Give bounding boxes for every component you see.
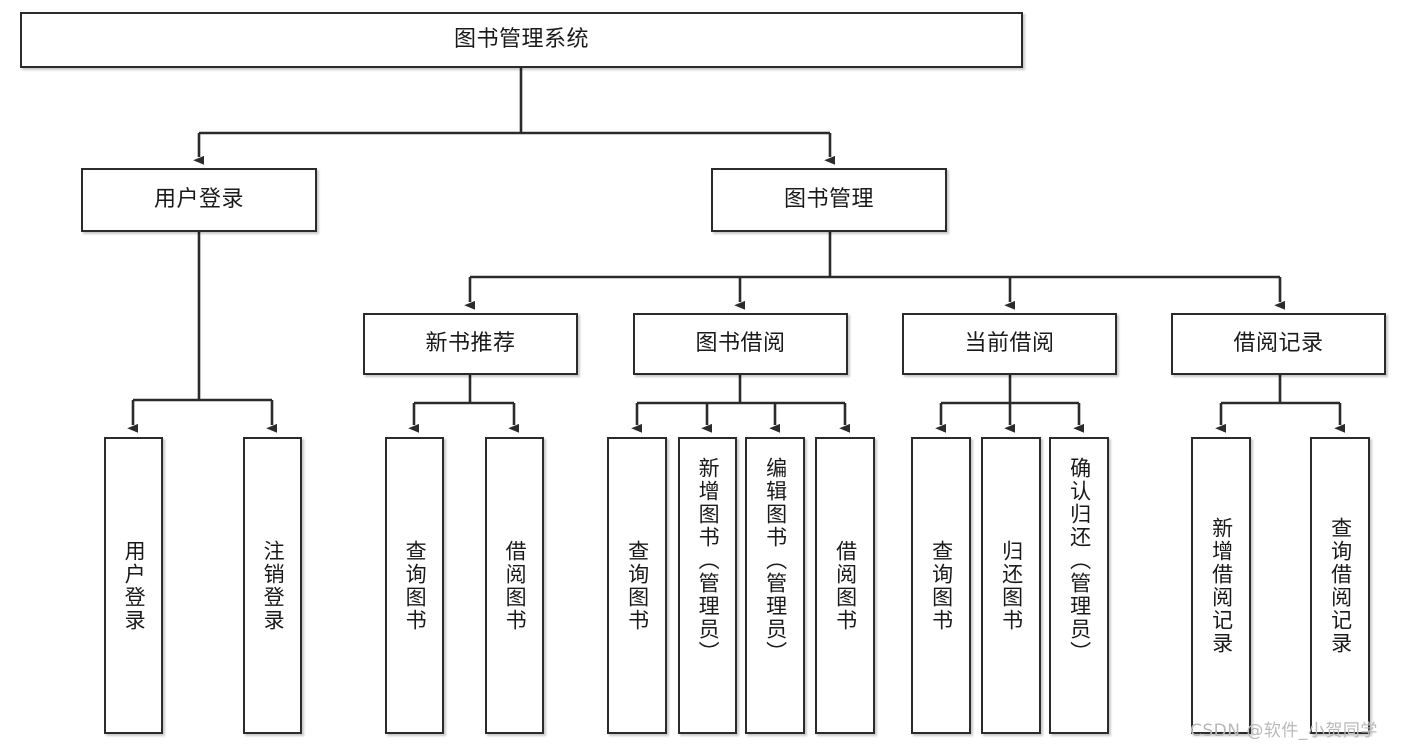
leaf-cb-confirm-return[interactable]: 确认归还（管理员） bbox=[1049, 437, 1109, 734]
leaf-user-login-label: 用户登录 bbox=[122, 539, 147, 632]
leaf-logout[interactable]: 注销登录 bbox=[243, 437, 302, 734]
leaf-logout-label: 注销登录 bbox=[261, 539, 286, 632]
leaf-bb-query-book[interactable]: 查询图书 bbox=[607, 437, 667, 734]
leaf-cb-confirm-return-label: 确认归还（管理员） bbox=[1067, 457, 1092, 664]
node-current-borrow-label: 当前借阅 bbox=[964, 330, 1055, 356]
leaf-cb-query-book[interactable]: 查询图书 bbox=[911, 437, 971, 734]
leaf-nb-query-book[interactable]: 查询图书 bbox=[385, 437, 444, 734]
node-borrow-record[interactable]: 借阅记录 bbox=[1171, 313, 1386, 375]
node-book-manage[interactable]: 图书管理 bbox=[711, 168, 947, 232]
leaf-bb-query-book-label: 查询图书 bbox=[625, 539, 650, 632]
leaf-nb-query-book-label: 查询图书 bbox=[403, 539, 428, 632]
node-book-borrow-label: 图书借阅 bbox=[695, 330, 786, 356]
node-borrow-record-label: 借阅记录 bbox=[1233, 330, 1324, 356]
node-user-login-label: 用户登录 bbox=[153, 186, 244, 212]
node-current-borrow[interactable]: 当前借阅 bbox=[902, 313, 1117, 375]
leaf-bb-borrow-book-label: 借阅图书 bbox=[833, 539, 858, 632]
node-user-login[interactable]: 用户登录 bbox=[81, 168, 317, 232]
leaf-br-add-record[interactable]: 新增借阅记录 bbox=[1191, 437, 1251, 734]
leaf-nb-borrow-book[interactable]: 借阅图书 bbox=[485, 437, 544, 734]
leaf-cb-return-book-label: 归还图书 bbox=[999, 539, 1024, 632]
leaf-bb-edit-book-label: 编辑图书（管理员） bbox=[763, 457, 788, 664]
leaf-cb-query-book-label: 查询图书 bbox=[929, 539, 954, 632]
node-book-borrow[interactable]: 图书借阅 bbox=[633, 313, 848, 375]
leaf-cb-return-book[interactable]: 归还图书 bbox=[981, 437, 1041, 734]
node-book-manage-label: 图书管理 bbox=[783, 186, 874, 212]
node-new-book-recommend-label: 新书推荐 bbox=[425, 330, 516, 356]
leaf-br-query-record[interactable]: 查询借阅记录 bbox=[1310, 437, 1370, 734]
leaf-bb-borrow-book[interactable]: 借阅图书 bbox=[815, 437, 875, 734]
leaf-bb-add-book-label: 新增图书（管理员） bbox=[696, 457, 721, 664]
leaf-user-login[interactable]: 用户登录 bbox=[104, 437, 163, 734]
leaf-br-add-record-label: 新增借阅记录 bbox=[1209, 516, 1234, 655]
leaf-bb-edit-book[interactable]: 编辑图书（管理员） bbox=[745, 437, 805, 734]
watermark-text: CSDN @软件_小贺同学 bbox=[1190, 721, 1378, 741]
node-root[interactable]: 图书管理系统 bbox=[20, 12, 1023, 68]
leaf-br-query-record-label: 查询借阅记录 bbox=[1328, 516, 1353, 655]
node-new-book-recommend[interactable]: 新书推荐 bbox=[363, 313, 578, 375]
leaf-nb-borrow-book-label: 借阅图书 bbox=[503, 539, 528, 632]
leaf-bb-add-book[interactable]: 新增图书（管理员） bbox=[678, 437, 737, 734]
node-root-label: 图书管理系统 bbox=[453, 26, 589, 52]
